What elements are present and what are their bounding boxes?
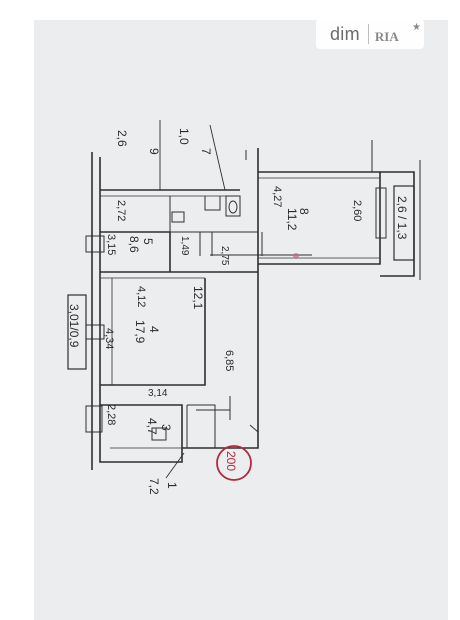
bath-height-label: 2,28 bbox=[105, 404, 117, 425]
room4-wall bbox=[100, 278, 206, 386]
stamp-label: 200 bbox=[224, 451, 238, 471]
room9-area-label: 2,6 bbox=[115, 130, 129, 147]
room8-width-label: 4,27 bbox=[271, 186, 283, 207]
balcony-dim-label: 2,6 / 1,3 bbox=[395, 196, 409, 240]
window bbox=[85, 235, 105, 253]
room8-number-label: 8 bbox=[297, 208, 311, 215]
ext-left-label: 3,01/0,9 bbox=[67, 304, 81, 348]
watermark-sub: RIA bbox=[374, 29, 399, 44]
hall-area-label: 7,2 bbox=[147, 478, 161, 495]
room9-number-label: 9 bbox=[147, 148, 161, 155]
balcony-box bbox=[393, 185, 415, 261]
room4-area-label: 17,9 bbox=[133, 320, 147, 344]
outer-wall bbox=[99, 148, 259, 463]
room4-number-label: 4 bbox=[147, 326, 161, 333]
corridor-width-label: 2,75 bbox=[219, 246, 230, 266]
stove-fixture bbox=[169, 196, 221, 232]
room8-area-label: 11,2 bbox=[285, 208, 299, 231]
watermark-brand: dim bbox=[330, 23, 360, 44]
room1-width-label: 2,72 bbox=[115, 200, 127, 221]
floor-plan-photo bbox=[34, 20, 448, 620]
room2-area-label: 12,1 bbox=[191, 286, 205, 310]
bath-number-label: 3 bbox=[159, 424, 173, 431]
corridor-height-label: 6,85 bbox=[223, 350, 235, 371]
room1-dim-label: 3,15 bbox=[105, 234, 117, 255]
watermark-logo: dim RIA ★ bbox=[316, 19, 424, 49]
room8-height-label: 2,60 bbox=[351, 200, 363, 221]
room10-number-label: 7 bbox=[199, 148, 213, 155]
small-dim-label: 1,49 bbox=[179, 236, 190, 256]
bath-wall bbox=[100, 404, 183, 448]
room8-wall bbox=[258, 171, 381, 265]
watermark-divider bbox=[367, 24, 369, 44]
bath-area-label: 4,7 bbox=[145, 418, 159, 435]
room10-area-label: 1,0 bbox=[177, 128, 191, 145]
hall-number-label: 1 bbox=[165, 482, 179, 489]
room5-number-label: 5 bbox=[141, 238, 155, 245]
room4-height-label: 4,34 bbox=[103, 328, 115, 349]
room4-width-label: 4,12 bbox=[135, 286, 147, 307]
room5-area-label: 8,6 bbox=[127, 236, 141, 253]
inventory-stamp: 200 bbox=[216, 253, 299, 481]
bath-fixture bbox=[151, 427, 167, 441]
ext-left-box bbox=[67, 294, 87, 370]
star-icon: ★ bbox=[412, 22, 421, 33]
bath-width-label: 3,14 bbox=[148, 388, 168, 399]
